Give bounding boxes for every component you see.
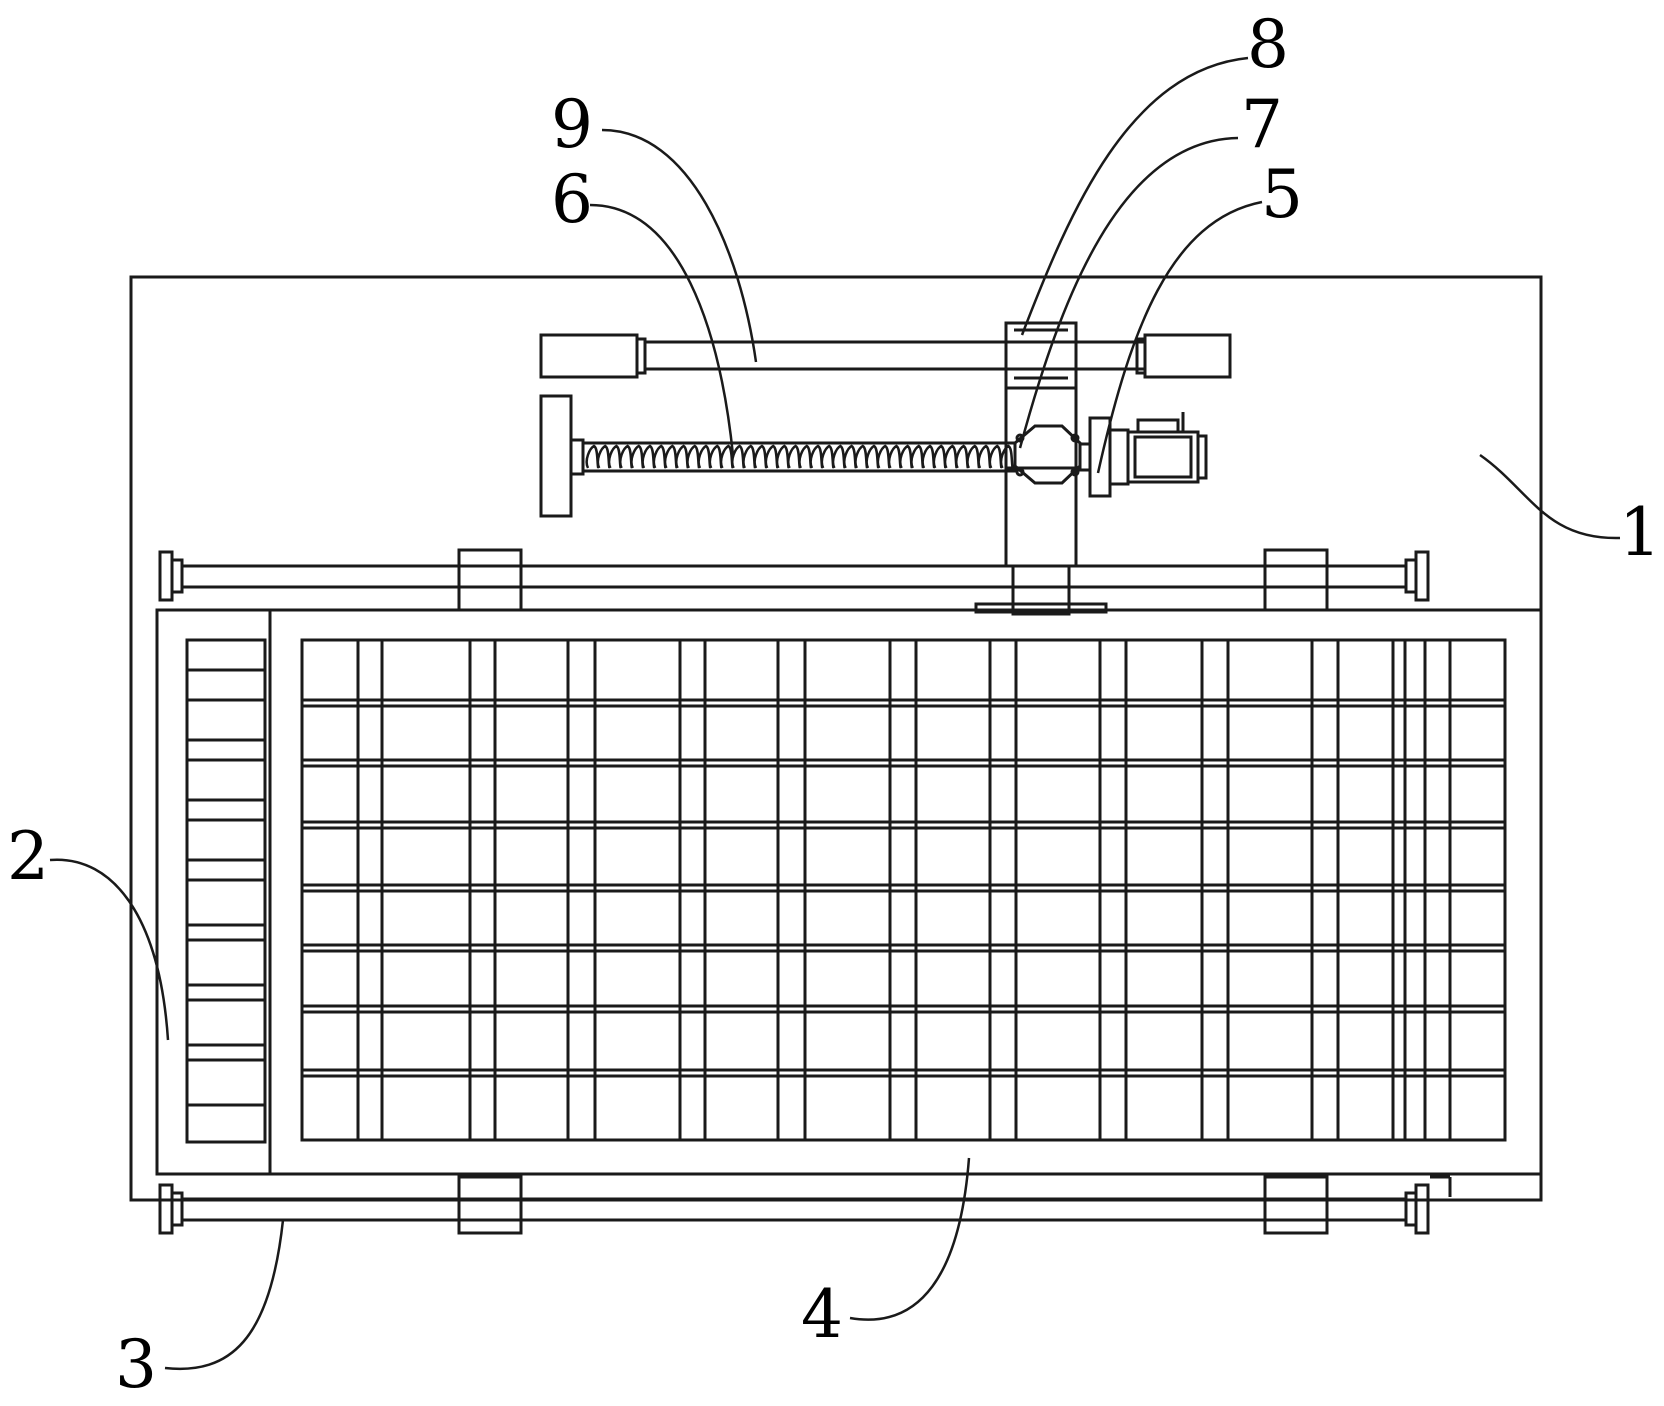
grid-panel [300,638,1507,1142]
callout-label-6: 6 [551,161,593,238]
callout-label-9: 9 [551,86,593,163]
callout-label-8: 8 [1247,6,1289,83]
upper-rail [158,548,1430,612]
callout-label-7: 7 [1241,86,1283,163]
base-plate [129,275,1543,1202]
lower-rail [158,1175,1452,1235]
callout-label-3: 3 [115,1326,157,1403]
callout-label-1: 1 [1619,494,1661,571]
upper-guide-rod [539,333,1232,379]
lead-screw [581,441,1017,473]
main-frame [155,608,1543,1176]
leader-lines [49,56,1621,1371]
left-column [185,638,267,1144]
callout-label-4: 4 [801,1276,843,1353]
callout-label-5: 5 [1261,156,1303,233]
screw-end-mount [539,394,573,518]
callout-label-2: 2 [7,818,49,895]
drive-motor [1078,412,1208,498]
